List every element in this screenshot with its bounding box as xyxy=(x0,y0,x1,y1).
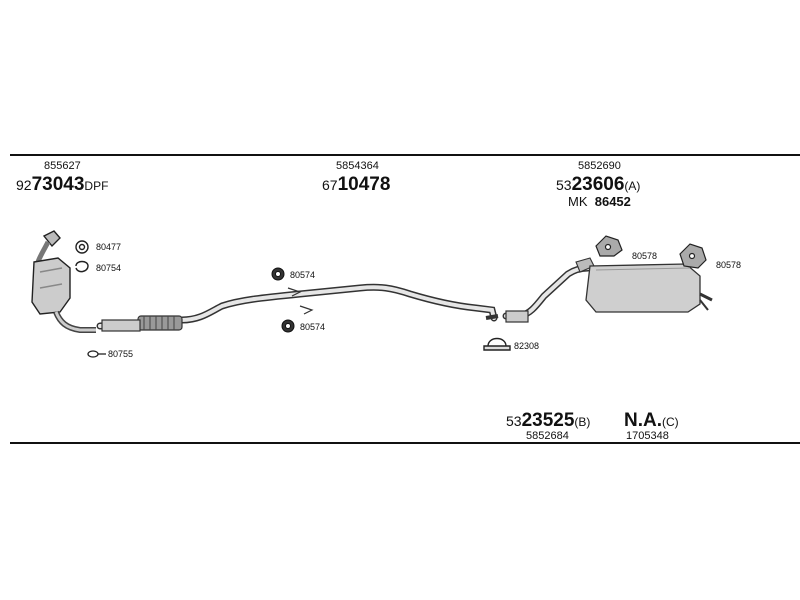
bottom-b-part-number: 5323525(B) xyxy=(506,410,590,432)
bottom-b-part-main: 23525 xyxy=(521,410,575,431)
clamp-80754-icon xyxy=(75,260,89,273)
middle-part-number: 6710478 xyxy=(322,174,390,196)
bottom-b-part-prefix: 53 xyxy=(506,413,522,429)
clamp-82308-icon xyxy=(483,337,511,351)
left-part-prefix: 92 xyxy=(16,177,32,193)
right-part-main: 23606 xyxy=(571,174,625,195)
rubber-mount-80574-bottom-icon xyxy=(281,319,295,333)
bottom-divider-line xyxy=(10,442,800,444)
bottom-c-part-suffix: (C) xyxy=(662,415,679,429)
middle-pipe xyxy=(96,283,499,332)
gasket-80477-icon xyxy=(75,240,89,254)
right-part-prefix: 53 xyxy=(556,177,572,193)
callout-80574-bottom: 80574 xyxy=(300,322,326,332)
rubber-hanger-80578-left-icon xyxy=(595,235,623,257)
rubber-mount-80574-top-icon xyxy=(271,267,285,281)
left-part-number: 9273043DPF xyxy=(16,174,108,196)
right-ref-number: 5852690 xyxy=(578,160,621,172)
dpf-assembly xyxy=(31,230,96,333)
bottom-b-ref-number: 5852684 xyxy=(526,430,569,442)
left-ref-number: 855627 xyxy=(44,160,81,172)
left-part-main: 73043 xyxy=(31,174,85,195)
top-divider-line xyxy=(10,154,800,156)
bottom-c-ref-number: 1705348 xyxy=(626,430,669,442)
bottom-c-part-main: N.A. xyxy=(624,410,662,431)
callout-80578-right: 80578 xyxy=(716,260,742,270)
bottom-c-part-number: N.A.(C) xyxy=(624,410,679,432)
middle-ref-number: 5854364 xyxy=(336,160,379,172)
kit-number: 86452 xyxy=(594,194,631,209)
rear-silencer-assembly xyxy=(502,257,713,323)
right-part-number: 5323606(A) xyxy=(556,174,640,196)
callout-80755: 80755 xyxy=(108,349,134,359)
bottom-b-part-suffix: (B) xyxy=(574,415,591,429)
kit-label: MK xyxy=(568,194,588,209)
callout-80574-top: 80574 xyxy=(290,270,316,280)
callout-82308: 82308 xyxy=(514,341,540,351)
right-kit-number: MK 86452 xyxy=(568,194,631,209)
callout-80578-left: 80578 xyxy=(632,251,658,261)
middle-part-main: 10478 xyxy=(337,174,391,195)
clamp-80755-icon xyxy=(87,350,106,358)
rubber-hanger-80578-right-icon xyxy=(679,243,707,269)
callout-80754: 80754 xyxy=(96,263,122,273)
right-part-suffix: (A) xyxy=(624,179,641,193)
left-part-suffix: DPF xyxy=(84,179,109,193)
callout-80477: 80477 xyxy=(96,242,122,252)
middle-part-prefix: 67 xyxy=(322,177,338,193)
